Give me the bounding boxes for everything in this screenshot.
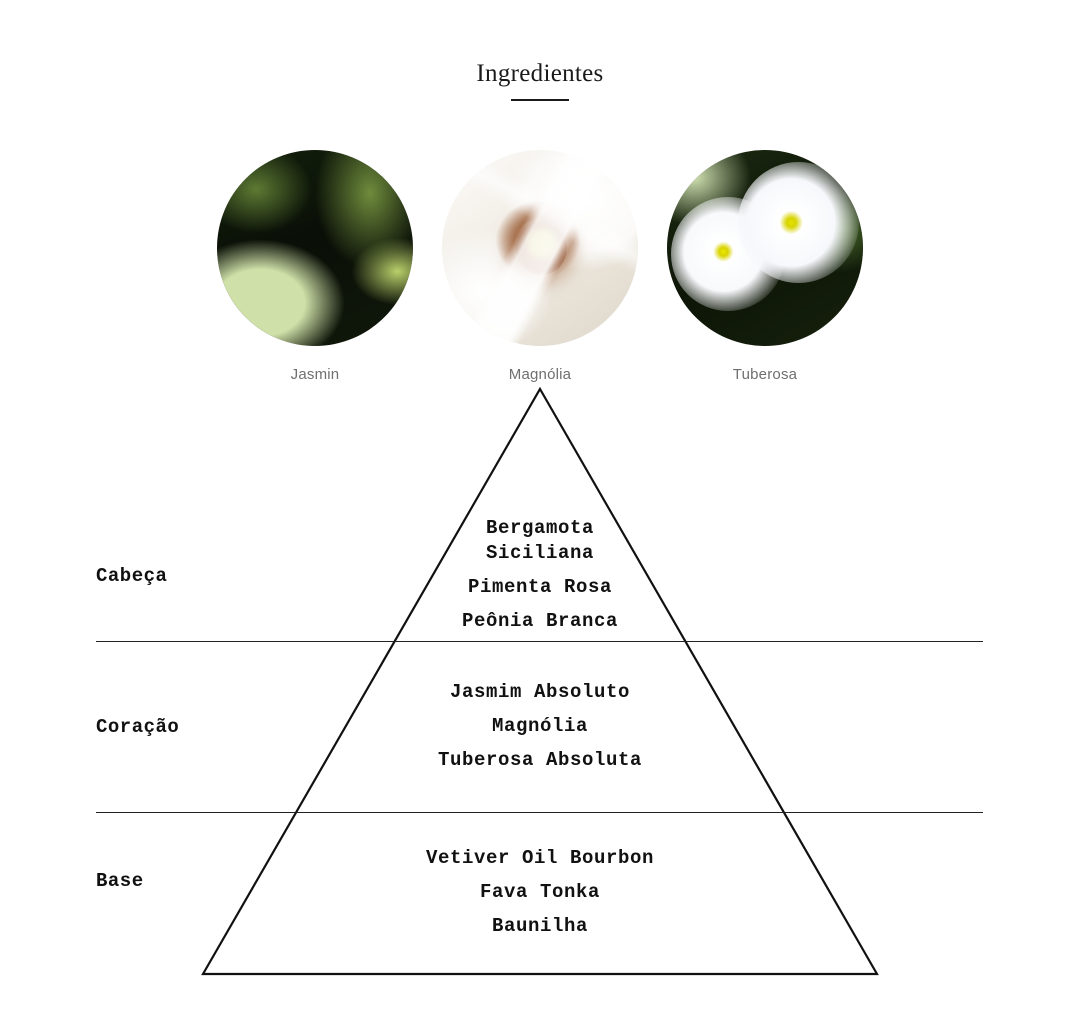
ingredient-label-jasmin: Jasmin — [290, 366, 340, 383]
note-item: Fava Tonka — [479, 881, 601, 903]
magnolia-flower-art — [442, 150, 638, 346]
ingredient-label-magnolia: Magnólia — [508, 366, 572, 383]
section-items-cabeca: Bergamota Siciliana Pimenta Rosa Peônia … — [290, 516, 790, 634]
ingredient-card-tuberosa: Tuberosa — [667, 150, 863, 383]
pyramid-divider-heart-base — [96, 812, 983, 813]
note-item: Peônia Branca — [461, 610, 619, 632]
ingredient-card-jasmin: Jasmin — [217, 150, 413, 383]
note-item: Baunilha — [491, 915, 588, 937]
note-item: Bergamota Siciliana — [485, 517, 595, 564]
note-item: Vetiver Oil Bourbon — [425, 847, 655, 869]
note-item: Tuberosa Absoluta — [437, 749, 643, 771]
jasmine-flower-art — [217, 150, 413, 346]
title-underline-rule — [511, 99, 569, 101]
jasmine-flower-photo — [217, 150, 413, 346]
note-item: Pimenta Rosa — [467, 576, 613, 598]
ingredient-list: Jasmin Magnólia Tuberosa — [0, 150, 1080, 383]
section-items-coracao: Jasmim Absoluto Magnólia Tuberosa Absolu… — [290, 680, 790, 773]
note-item: Jasmim Absoluto — [449, 681, 631, 703]
section-label-coracao: Coração — [96, 716, 180, 738]
ingredient-card-magnolia: Magnólia — [442, 150, 638, 383]
tuberose-flower-photo — [667, 150, 863, 346]
tuberose-flower-art — [667, 150, 863, 346]
magnolia-flower-photo — [442, 150, 638, 346]
section-label-base: Base — [96, 870, 144, 892]
page-title: Ingredientes — [476, 60, 604, 87]
pyramid-divider-head-heart — [96, 641, 983, 642]
ingredient-label-tuberosa: Tuberosa — [732, 366, 798, 383]
section-items-base: Vetiver Oil Bourbon Fava Tonka Baunilha — [290, 846, 790, 939]
page-title-block: Ingredientes — [0, 58, 1080, 101]
note-item: Magnólia — [491, 715, 588, 737]
section-label-cabeca: Cabeça — [96, 565, 168, 587]
